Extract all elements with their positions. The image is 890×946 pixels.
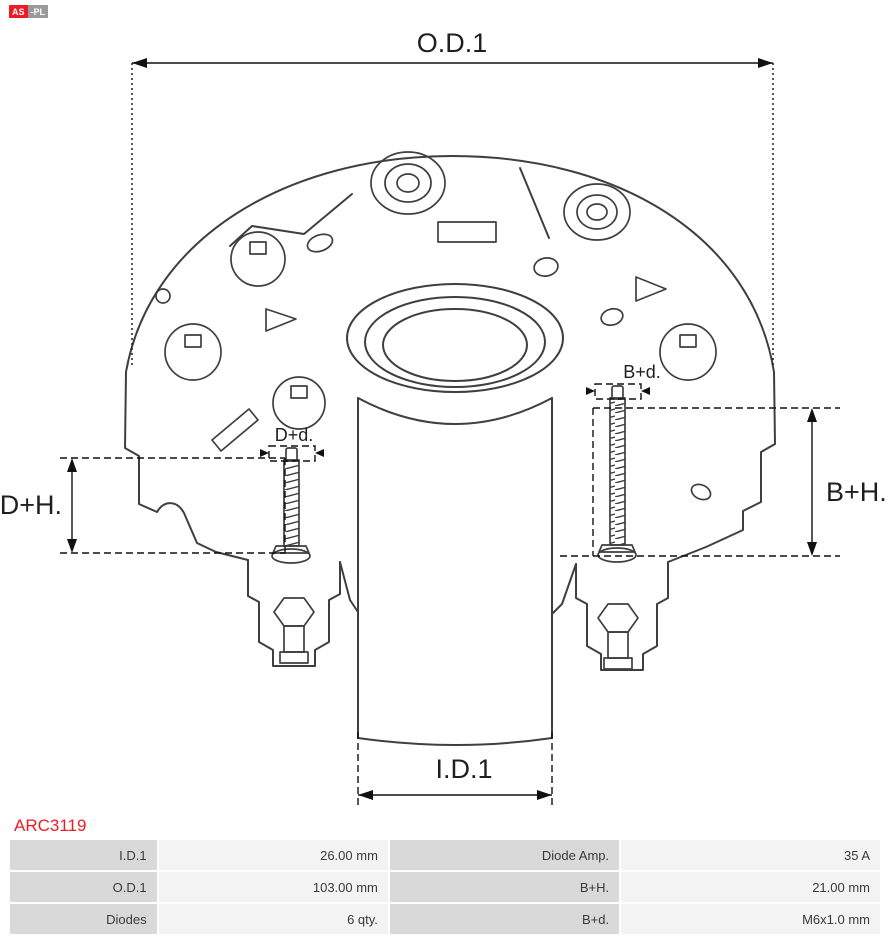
spec-label-id1: I.D.1 bbox=[10, 840, 157, 870]
brand-logo-secondary: -PL bbox=[27, 5, 49, 18]
technical-drawing: O.D.1 I.D.1 D+H. bbox=[0, 28, 887, 806]
spec-value-bd: M6x1.0 mm bbox=[621, 904, 880, 934]
rectifier-drawing bbox=[124, 151, 776, 746]
spec-row: Diodes 6 qty. B+d. M6x1.0 mm bbox=[10, 904, 880, 934]
right-stud bbox=[597, 385, 637, 563]
spec-label-diode-amp: Diode Amp. bbox=[389, 840, 620, 870]
plate-slots bbox=[211, 221, 667, 452]
central-bore bbox=[346, 283, 564, 746]
spec-table: I.D.1 26.00 mm Diode Amp. 35 A O.D.1 103… bbox=[8, 838, 882, 936]
dh-label: D+H. bbox=[0, 490, 62, 520]
dimension-od1: O.D.1 bbox=[131, 28, 774, 368]
spec-label-diodes: Diodes bbox=[10, 904, 157, 934]
dimension-dd: D+d. bbox=[260, 425, 324, 462]
bh-label: B+H. bbox=[826, 477, 887, 507]
part-code: ARC3119 bbox=[14, 816, 87, 835]
dimension-bh: B+H. bbox=[560, 407, 887, 557]
spec-value-bh: 21.00 mm bbox=[621, 872, 880, 902]
bd-label: B+d. bbox=[623, 362, 661, 382]
mount-bolts bbox=[273, 597, 639, 670]
spec-row: O.D.1 103.00 mm B+H. 21.00 mm bbox=[10, 872, 880, 902]
spec-value-id1: 26.00 mm bbox=[158, 840, 388, 870]
spec-row: I.D.1 26.00 mm Diode Amp. 35 A bbox=[10, 840, 880, 870]
spec-label-bd: B+d. bbox=[389, 904, 620, 934]
dimension-id1: I.D.1 bbox=[357, 732, 553, 806]
plate-holes bbox=[155, 233, 712, 501]
spec-label-od1: O.D.1 bbox=[10, 872, 157, 902]
dimensions: O.D.1 I.D.1 D+H. bbox=[0, 28, 887, 806]
spec-label-bh: B+H. bbox=[389, 872, 620, 902]
brand-logo: AS -PL bbox=[9, 5, 49, 18]
spec-value-diodes: 6 qty. bbox=[158, 904, 388, 934]
od1-label: O.D.1 bbox=[417, 28, 488, 58]
left-stud bbox=[271, 447, 311, 564]
spec-value-diode-amp: 35 A bbox=[621, 840, 880, 870]
diode-terminals bbox=[164, 151, 717, 430]
id1-label: I.D.1 bbox=[435, 754, 492, 784]
dimension-bd: B+d. bbox=[586, 362, 661, 400]
spec-value-od1: 103.00 mm bbox=[158, 872, 388, 902]
brand-logo-primary: AS bbox=[9, 5, 28, 18]
dd-label: D+d. bbox=[275, 425, 314, 445]
rectifier-plate bbox=[124, 155, 776, 671]
dimension-dh: D+H. bbox=[0, 457, 286, 554]
